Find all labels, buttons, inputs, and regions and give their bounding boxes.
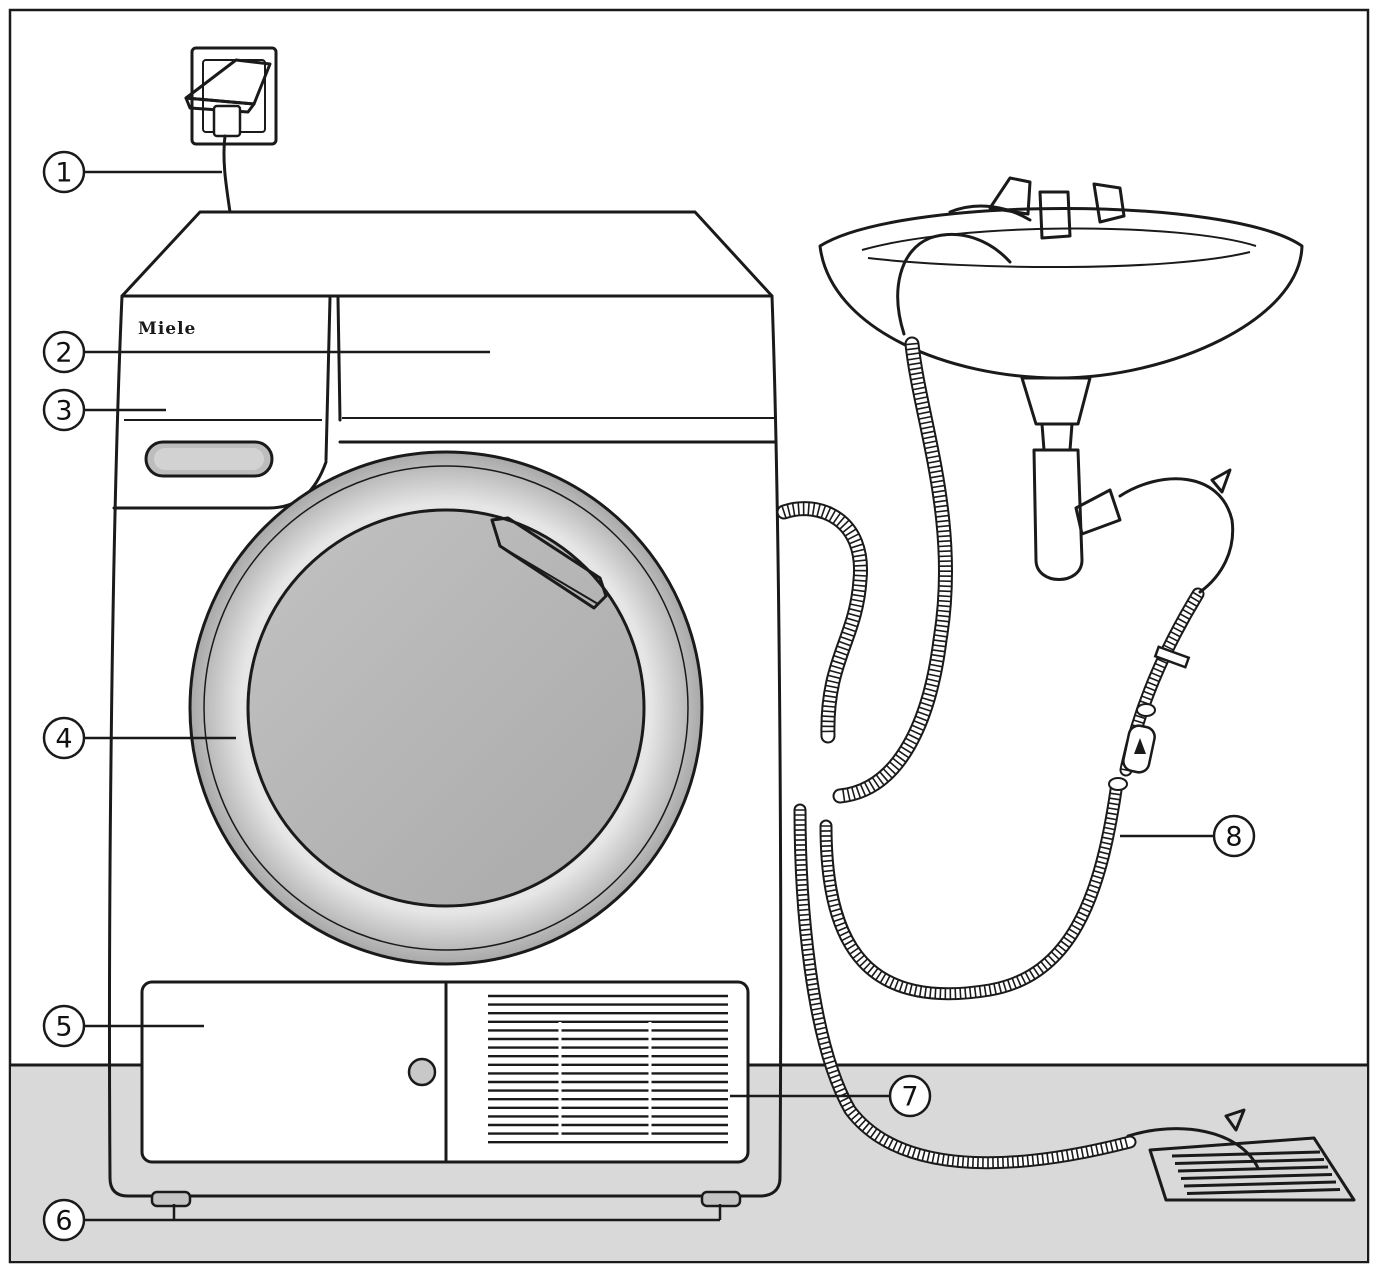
- callout-2: 2: [42, 330, 86, 374]
- panel-knob: [407, 1057, 437, 1087]
- drain-icon: [1148, 1136, 1356, 1202]
- foot-left: [150, 1190, 192, 1208]
- non-return-valve: [1108, 645, 1191, 791]
- callout-4: 4: [42, 716, 86, 760]
- svg-text:8: 8: [1225, 822, 1242, 853]
- svg-text:1: 1: [55, 158, 72, 189]
- svg-text:6: 6: [55, 1206, 72, 1237]
- callout-6: 6: [42, 1198, 86, 1242]
- callout-3: 3: [42, 388, 86, 432]
- tumble-dryer: Miele: [108, 210, 783, 1208]
- vent-grille: [488, 994, 728, 1144]
- svg-text:4: 4: [55, 724, 72, 755]
- callout-lines: [84, 170, 1214, 1222]
- svg-text:2: 2: [55, 338, 72, 369]
- door-glass: [246, 508, 646, 908]
- foot-right: [700, 1190, 742, 1208]
- callout-markers: 1 2 3 4 5 6 7 8: [42, 150, 1256, 1242]
- callout-7: 7: [888, 1074, 932, 1118]
- callout-1: 1: [42, 150, 86, 194]
- svg-text:7: 7: [901, 1082, 918, 1113]
- svg-text:3: 3: [55, 396, 72, 427]
- callout-5: 5: [42, 1004, 86, 1048]
- power-socket-icon: [184, 46, 278, 146]
- callout-8: 8: [1212, 814, 1256, 858]
- brand-label: Miele: [138, 319, 196, 339]
- svg-text:5: 5: [55, 1012, 72, 1043]
